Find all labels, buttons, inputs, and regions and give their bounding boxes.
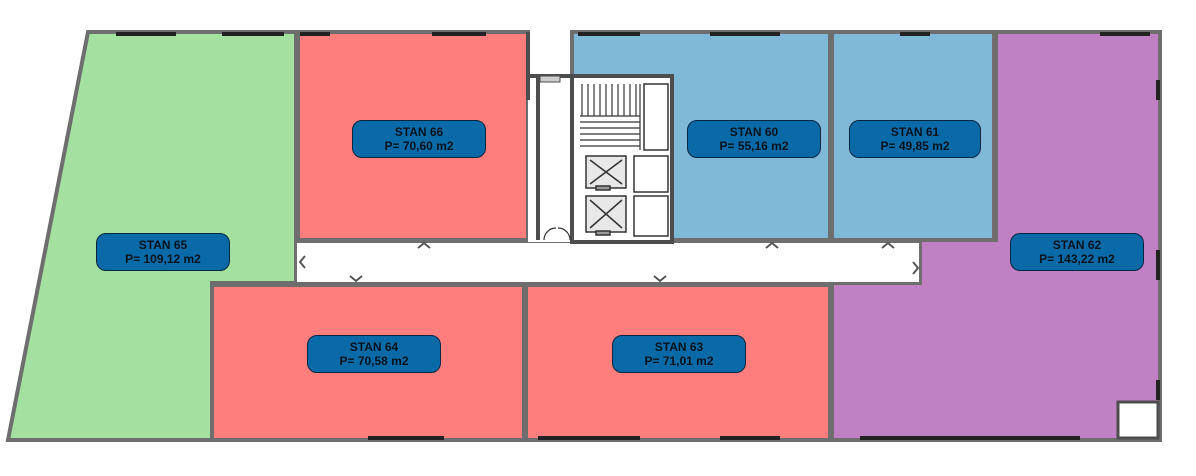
label-stan-64: STAN 64 P= 70,58 m2 [307, 335, 441, 373]
technical-room [1116, 400, 1160, 440]
stan-64-name: STAN 64 [349, 340, 399, 354]
stan-65-name: STAN 65 [138, 238, 188, 252]
stan-62-name: STAN 62 [1052, 238, 1102, 252]
stan-61-name: STAN 61 [890, 125, 940, 139]
stair-landing [643, 83, 669, 151]
stan-66-area: P= 70,60 m2 [384, 139, 454, 153]
elevator-shaft-1 [585, 155, 627, 191]
label-stan-65: STAN 65 P= 109,12 m2 [96, 233, 230, 271]
door-arrows [298, 241, 920, 283]
shaft-room-1 [633, 155, 669, 193]
stan-60-name: STAN 60 [729, 125, 779, 139]
stan-62-area: P= 143,22 m2 [1039, 252, 1115, 266]
elevator-shaft-2 [585, 195, 627, 236]
stan-65-area: P= 109,12 m2 [125, 252, 201, 266]
door-swings [543, 227, 571, 241]
corridor [295, 241, 921, 284]
window-markers [116, 32, 1160, 440]
label-stan-63: STAN 63 P= 71,01 m2 [612, 335, 746, 373]
stair-core [570, 74, 674, 244]
stair-steps [580, 84, 641, 150]
label-stan-62: STAN 62 P= 143,22 m2 [1010, 233, 1144, 271]
label-stan-61: STAN 61 P= 49,85 m2 [849, 120, 981, 158]
shaft-room-2 [633, 195, 669, 237]
label-stan-60: STAN 60 P= 55,16 m2 [687, 120, 821, 158]
stan-60-area: P= 55,16 m2 [719, 139, 789, 153]
stan-61-area: P= 49,85 m2 [880, 139, 950, 153]
core-walls [526, 32, 572, 240]
stan-64-area: P= 70,58 m2 [339, 354, 409, 368]
stan-66-name: STAN 66 [394, 125, 444, 139]
label-stan-66: STAN 66 P= 70,60 m2 [352, 120, 486, 158]
stan-63-name: STAN 63 [654, 340, 704, 354]
corridor-hall [528, 76, 572, 242]
stan-63-area: P= 71,01 m2 [644, 354, 714, 368]
